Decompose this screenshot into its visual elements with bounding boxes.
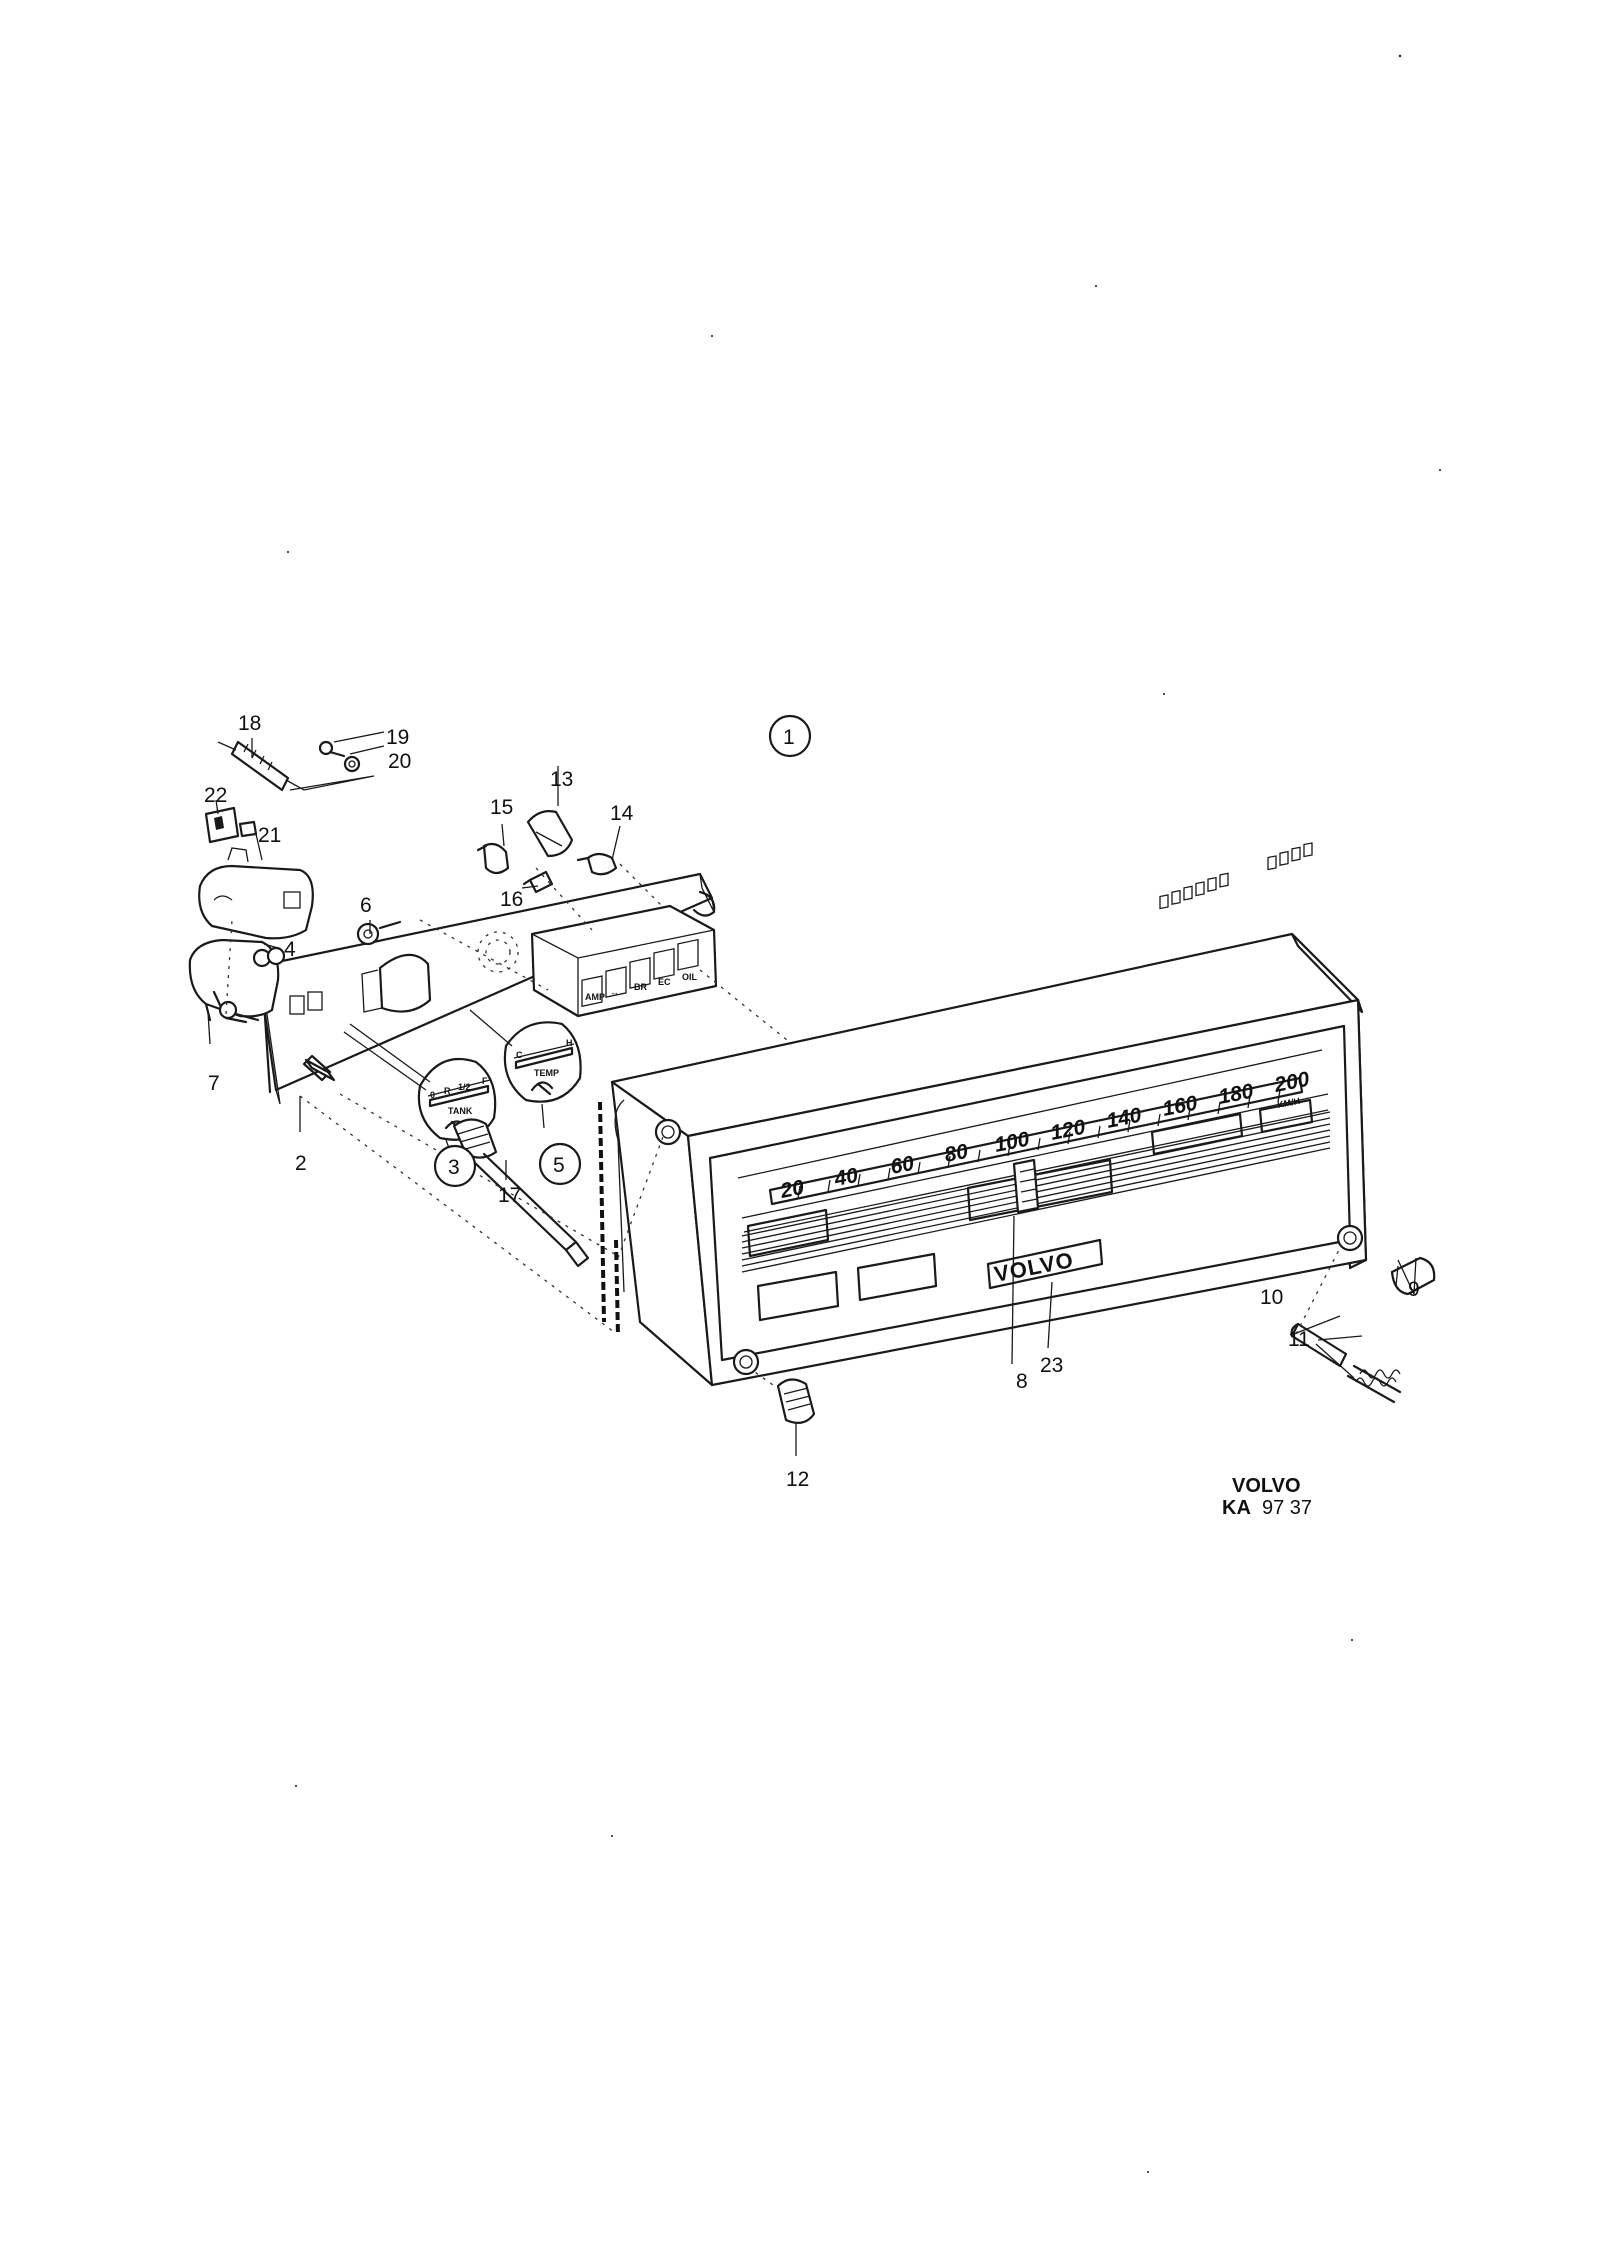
callout-10: 10 [1260,1286,1283,1309]
callout-15: 15 [490,796,513,819]
voltage-stabilizer [198,847,314,940]
indicator-lamps: AMP ↔ BR EC OIL [581,938,699,1008]
temp-hot-mark: H [566,1038,573,1048]
left-knob-socket [732,1348,760,1376]
callout-8: 8 [1016,1370,1028,1393]
rheostat-housing [188,938,286,1024]
instrument-housing: 20 40 60 80 100 120 140 160 180 200 KM/H… [610,842,1368,1387]
footer-code-number: 97 37 [1262,1497,1312,1519]
fuel-empty-mark: 0 [430,1090,435,1100]
callout-1: 1 [783,726,795,749]
left-top-knob-socket [654,1118,682,1146]
speed-unit: KM/H [1276,1096,1300,1110]
right-knob-socket [1336,1224,1364,1252]
speed-tick-label: 60 [889,1152,917,1179]
fuel-gauge-label: TANK [448,1106,473,1116]
volvo-badge [986,1238,1104,1290]
callout-2: 2 [295,1152,307,1175]
footer-code-prefix: KA [1222,1497,1251,1519]
bulb-holder [378,953,432,1013]
callout-11: 11 [1288,1328,1310,1351]
screw [318,740,346,758]
callout-13: 13 [550,768,573,791]
knob-left [776,1378,816,1425]
callout-circle [768,714,812,758]
callout-17: 17 [498,1184,521,1207]
temp-gauge-label: TEMP [534,1068,559,1078]
grommet [356,920,402,946]
callout-3: 3 [448,1156,460,1179]
callouts: 1 2 3 4 5 6 7 8 9 10 11 12 13 14 15 16 1… [204,712,1420,1491]
indicator-turn: ↔ [610,987,619,997]
callout-18: 18 [238,712,261,735]
callout-22: 22 [204,784,227,807]
callout-12: 12 [786,1468,809,1491]
scan-specks [287,54,1441,2173]
speed-tick-label: 20 [778,1176,807,1203]
callout-23: 23 [1040,1354,1063,1377]
callout-5: 5 [553,1154,565,1177]
callout-14: 14 [610,802,634,825]
callout-20: 20 [388,750,411,773]
callout-16: 16 [500,888,523,911]
small-socket [476,842,510,875]
diagram-code: VOLVO KA 97 37 [1222,1475,1312,1519]
callout-4: 4 [284,938,296,961]
callout-21: 21 [258,824,281,847]
indicator-strip: AMP ↔ BR EC OIL [530,904,718,1018]
speed-tick-label: 40 [832,1164,861,1191]
temp-gauge: C H TEMP [503,1021,582,1103]
small-bulb [522,870,554,894]
callout-19: 19 [386,726,409,749]
knob-right [1390,1256,1436,1296]
washer [343,755,361,773]
bulb-socket [526,810,574,858]
temp-cold-mark: C [516,1050,523,1060]
indicator-amp: AMP [585,992,605,1002]
bulb [576,852,618,876]
leader-lines [207,731,1417,1456]
footer-brand: VOLVO [1232,1475,1301,1497]
indicator-ec: EC [658,977,671,987]
fuse-holder [204,806,258,844]
fuel-half-mark: 1/2 [458,1082,471,1092]
speed-needle [1012,1158,1040,1214]
assembly-lines [225,863,1341,1391]
odometer-digits [1159,842,1313,910]
spring [1346,1364,1402,1404]
speed-tick-label: 80 [943,1140,971,1167]
indicator-brake: BR [634,982,647,992]
callout-6: 6 [360,894,372,917]
fuel-full-mark: F [482,1076,488,1086]
scale-ticks [797,1089,1281,1199]
callout-9: 9 [1408,1278,1420,1301]
callout-7: 7 [208,1072,220,1095]
threaded-stud [217,740,290,792]
fuel-reserve-mark: R [444,1086,451,1096]
indicator-oil: OIL [682,972,698,982]
